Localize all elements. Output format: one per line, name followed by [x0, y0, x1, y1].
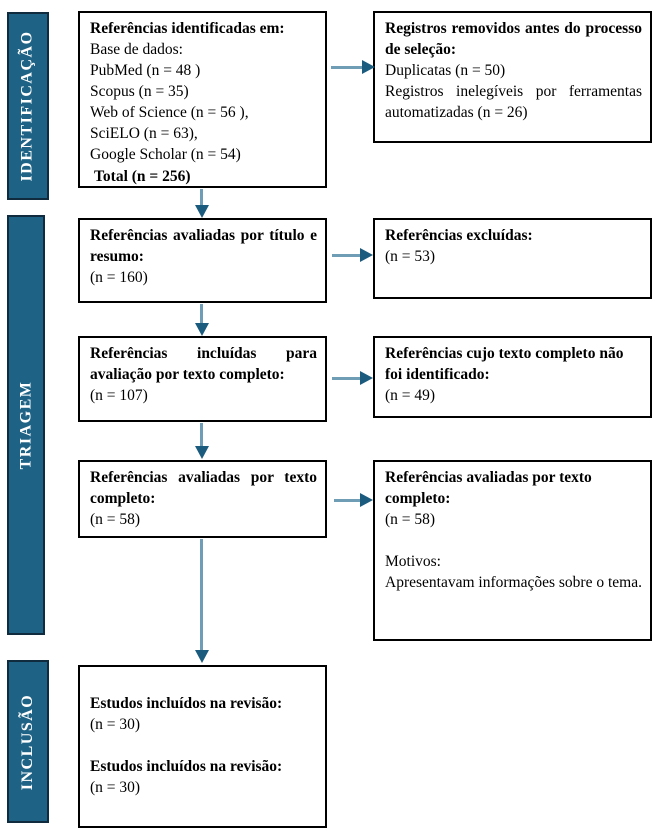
arrow-assessed-to-assessedright-head	[360, 493, 373, 507]
arrow-assessed-to-studies-stem	[200, 539, 203, 651]
web-of-science-line: Web of Science (n = 56 ),	[90, 104, 249, 122]
box-references-identified: Referências identificadas em: Base de da…	[78, 11, 327, 188]
database-line: Base de dados:	[90, 41, 183, 59]
stage-inclusion-label: INCLUSÃO	[19, 693, 36, 790]
stage-screening: TRIAGEM	[7, 215, 45, 635]
arrow-assessed-to-studies-head	[195, 650, 209, 663]
box-screened-title: Referências avaliadas por título e resum…	[90, 227, 317, 266]
arrow-included-to-assessed-stem	[200, 423, 203, 447]
box-screened-title-abstract: Referências avaliadas por título e resum…	[78, 218, 327, 303]
scopus-line: Scopus (n = 35)	[90, 83, 189, 101]
box-fulltext-included-title: Referências incluídas para avaliação por…	[90, 345, 317, 384]
ineligible-line: Registros inelegíveis por ferramentas au…	[385, 83, 642, 122]
arrow-screened-to-included-head	[195, 323, 209, 336]
arrow-screened-to-excluded-head	[360, 248, 373, 262]
arrow-included-to-notidentified-head	[360, 371, 373, 385]
duplicates-line: Duplicatas (n = 50)	[385, 62, 506, 80]
included-studies-title-1: Estudos incluídos na revisão:	[90, 695, 283, 712]
pubmed-line: PubMed (n = 48 )	[90, 62, 201, 80]
arrow-identified-to-removed-head	[362, 60, 375, 74]
box-fulltext-assessed-right-count: (n = 58)	[385, 511, 436, 529]
arrow-identified-to-screened-head	[195, 205, 209, 218]
stage-identification-label: IDENTIFICAÇÃO	[19, 30, 37, 182]
google-scholar-line: Google Scholar (n = 54)	[90, 146, 241, 164]
box-records-removed: Registros removidos antes do processo de…	[373, 11, 652, 143]
total-line: Total (n = 256)	[94, 167, 191, 185]
box-fulltext-assessed: Referências avaliadas por texto completo…	[78, 460, 327, 538]
arrow-identified-to-removed-stem	[331, 66, 363, 69]
box-excluded-title: Referências excluídas:	[385, 227, 533, 244]
arrow-identified-to-screened-stem	[200, 189, 203, 206]
box-fulltext-not-identified-count: (n = 49)	[385, 387, 436, 405]
reason-line: Apresentavam informações sobre o tema.	[385, 574, 642, 592]
box-fulltext-included-count: (n = 107)	[90, 387, 148, 405]
arrow-assessed-to-assessedright-stem	[334, 499, 361, 502]
box-records-removed-title: Registros removidos antes do processo de…	[385, 20, 642, 59]
box-fulltext-assessed-right-title: Referências avaliadas por texto completo…	[385, 469, 592, 508]
arrow-screened-to-excluded-stem	[332, 254, 361, 257]
box-included-studies: Estudos incluídos na revisão: (n = 30) E…	[78, 665, 327, 828]
stage-identification: IDENTIFICAÇÃO	[7, 12, 49, 200]
blank-line	[90, 735, 317, 756]
box-fulltext-included: Referências incluídas para avaliação por…	[78, 336, 327, 422]
box-fulltext-assessed-right: Referências avaliadas por texto completo…	[373, 460, 652, 641]
included-studies-title-2: Estudos incluídos na revisão:	[90, 758, 283, 776]
box-excluded: Referências excluídas: (n = 53)	[373, 218, 652, 299]
box-references-identified-title: Referências identificadas em:	[90, 20, 285, 37]
blank-line	[385, 530, 642, 551]
stage-screening-label: TRIAGEM	[17, 380, 35, 470]
box-screened-count: (n = 160)	[90, 269, 148, 287]
box-excluded-count: (n = 53)	[385, 248, 436, 266]
arrow-included-to-notidentified-stem	[332, 377, 361, 380]
arrow-included-to-assessed-head	[195, 446, 209, 459]
stage-inclusion: INCLUSÃO	[7, 660, 49, 823]
reasons-label: Motivos:	[385, 553, 441, 571]
box-fulltext-not-identified-title: Referências cujo texto completo não foi …	[385, 345, 624, 384]
included-studies-count-1: (n = 30)	[90, 716, 141, 734]
box-fulltext-assessed-title: Referências avaliadas por texto completo…	[90, 469, 317, 508]
box-fulltext-assessed-count: (n = 58)	[90, 511, 141, 529]
scielo-line: SciELO (n = 63),	[90, 125, 198, 143]
arrow-screened-to-included-stem	[200, 304, 203, 324]
box-fulltext-not-identified: Referências cujo texto completo não foi …	[373, 336, 652, 418]
included-studies-count-2: (n = 30)	[90, 779, 141, 797]
